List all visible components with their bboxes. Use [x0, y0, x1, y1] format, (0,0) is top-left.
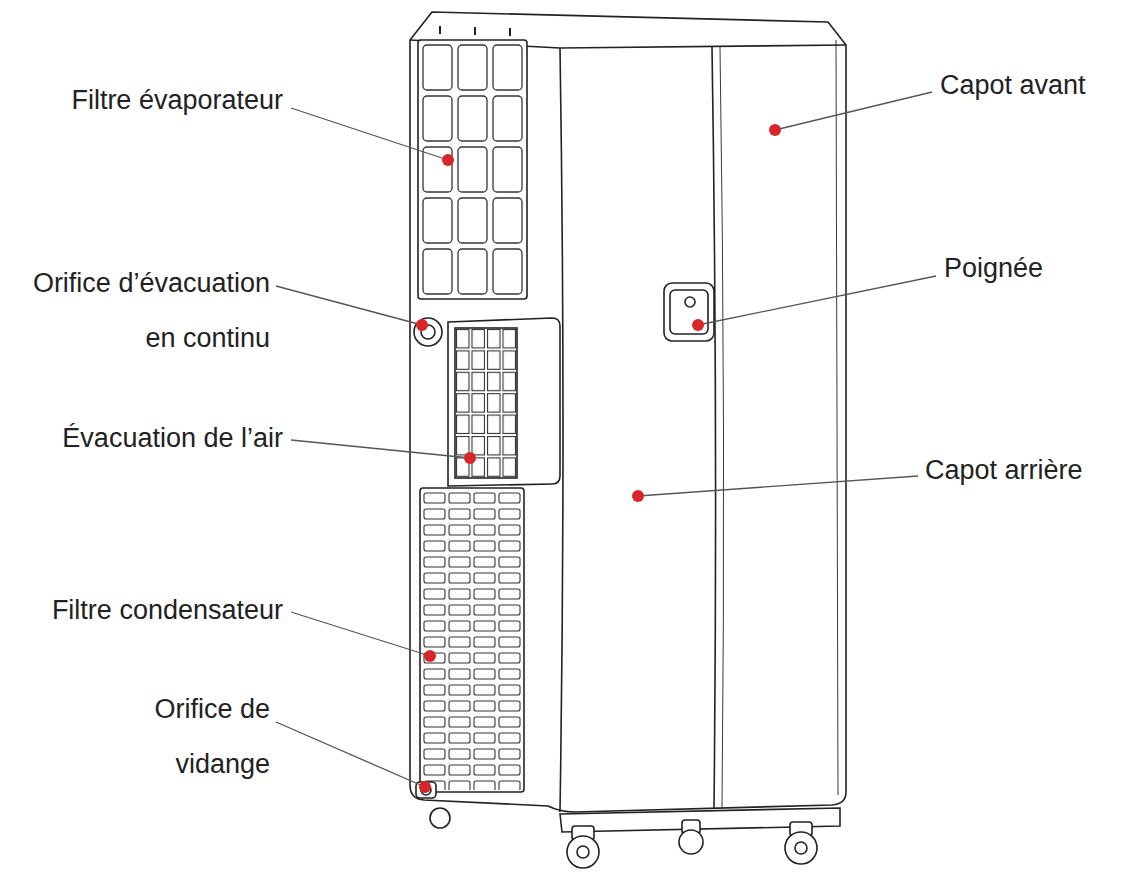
handle	[670, 290, 708, 334]
part-label: Évacuation de l’air	[13, 422, 283, 454]
part-label: Capot avant	[940, 69, 1125, 101]
unit-body	[440, 26, 510, 36]
leader-line	[775, 92, 932, 130]
red-dot	[442, 154, 454, 166]
wheels	[679, 830, 703, 854]
continuous-drain-port	[414, 318, 442, 346]
red-dot	[464, 452, 476, 464]
unit-body	[410, 12, 846, 812]
leader-line	[698, 276, 936, 325]
red-dot	[424, 650, 436, 662]
red-dot	[769, 124, 781, 136]
leader-line	[276, 286, 422, 325]
handle	[685, 297, 695, 307]
red-dot	[416, 124, 781, 793]
condenser-filter	[422, 490, 522, 790]
unit-body	[836, 40, 838, 795]
leader-line	[638, 476, 918, 496]
wheels	[567, 836, 599, 868]
wheels	[430, 808, 450, 828]
condenser-filter	[420, 488, 524, 792]
wheels	[430, 808, 840, 868]
wheels	[795, 842, 807, 854]
continuous-drain-port	[414, 318, 442, 346]
leader-line	[291, 108, 448, 160]
wheels	[577, 846, 589, 858]
condenser-filter	[420, 488, 524, 792]
wheels	[785, 832, 817, 864]
evaporator-filter	[418, 40, 527, 299]
part-label: Filtre évaporateur	[13, 84, 283, 116]
handle	[664, 283, 714, 341]
unit-body	[410, 12, 846, 812]
leader-line	[276, 92, 936, 787]
red-dot	[419, 781, 431, 793]
leader-line	[276, 722, 425, 787]
red-dot	[632, 490, 644, 502]
leader-line	[291, 612, 430, 656]
part-label: Filtre condensateur	[13, 594, 283, 626]
evaporator-filter	[418, 40, 527, 299]
evaporator-filter	[420, 42, 525, 297]
part-label: Orifice d’évacuation en continu	[30, 256, 270, 366]
air-exhaust	[455, 328, 517, 478]
red-dot	[692, 319, 704, 331]
unit-body	[712, 47, 716, 808]
part-label: Orifice de vidange	[120, 682, 270, 792]
air-exhaust	[448, 318, 560, 486]
unit-body	[720, 47, 724, 808]
part-label: Poignée	[944, 252, 1124, 284]
part-label: Capot arrière	[925, 454, 1125, 486]
air-exhaust	[448, 318, 560, 486]
red-dot	[416, 319, 428, 331]
leader-line	[291, 440, 470, 458]
handle	[664, 283, 714, 341]
